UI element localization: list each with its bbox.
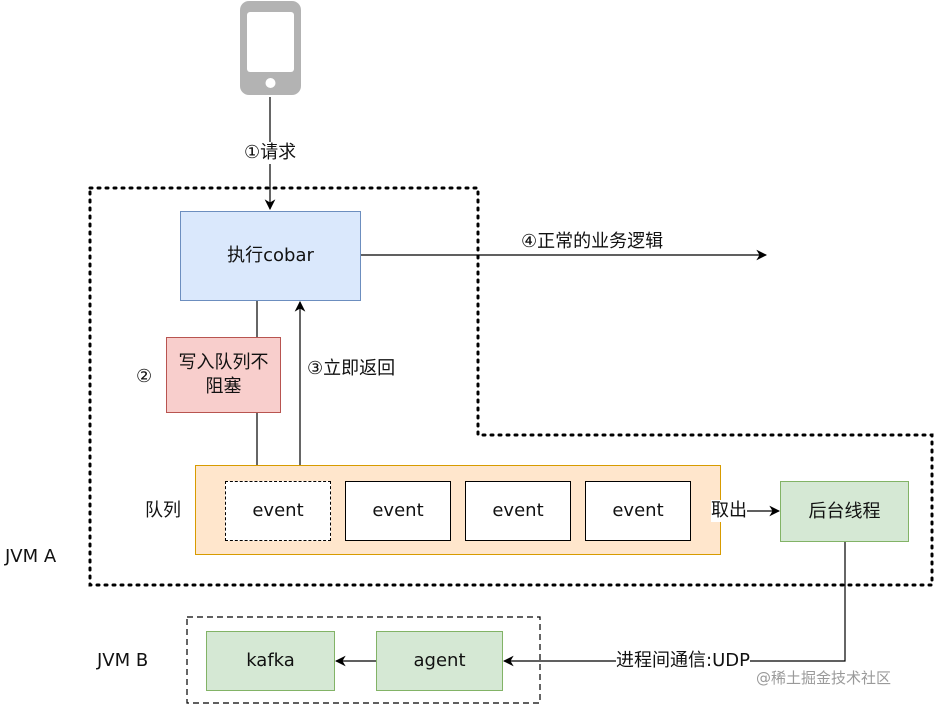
- queue-label: 队列: [145, 500, 181, 521]
- ipc-udp-label: 进程间通信:UDP: [616, 650, 750, 672]
- jvm-b-label: JVM B: [97, 650, 149, 671]
- take-label: 取出: [711, 500, 747, 522]
- event-slot-4: event: [585, 481, 691, 541]
- normal-logic-label: ④正常的业务逻辑: [521, 231, 664, 252]
- background-thread-node: 后台线程: [780, 481, 909, 542]
- watermark: @稀土掘金技术社区: [756, 669, 892, 687]
- jvm-a-label: JVM A: [5, 546, 57, 567]
- step2-label: ②: [136, 366, 153, 387]
- write-queue-node: 写入队列不阻塞: [166, 337, 281, 413]
- jvm-b-boundary: [186, 616, 541, 704]
- return-label: ③立即返回: [307, 358, 396, 379]
- event-slot-1: event: [225, 481, 331, 541]
- request-label: ①请求: [244, 142, 297, 164]
- exec-cobar-node: 执行cobar: [180, 211, 361, 301]
- kafka-node: kafka: [206, 631, 335, 691]
- smartphone-icon: [240, 1, 301, 95]
- event-slot-2: event: [345, 481, 451, 541]
- event-slot-3: event: [465, 481, 571, 541]
- agent-node: agent: [376, 631, 503, 691]
- jvm-a-boundary: [88, 186, 934, 587]
- udp-arrow: [502, 542, 846, 667]
